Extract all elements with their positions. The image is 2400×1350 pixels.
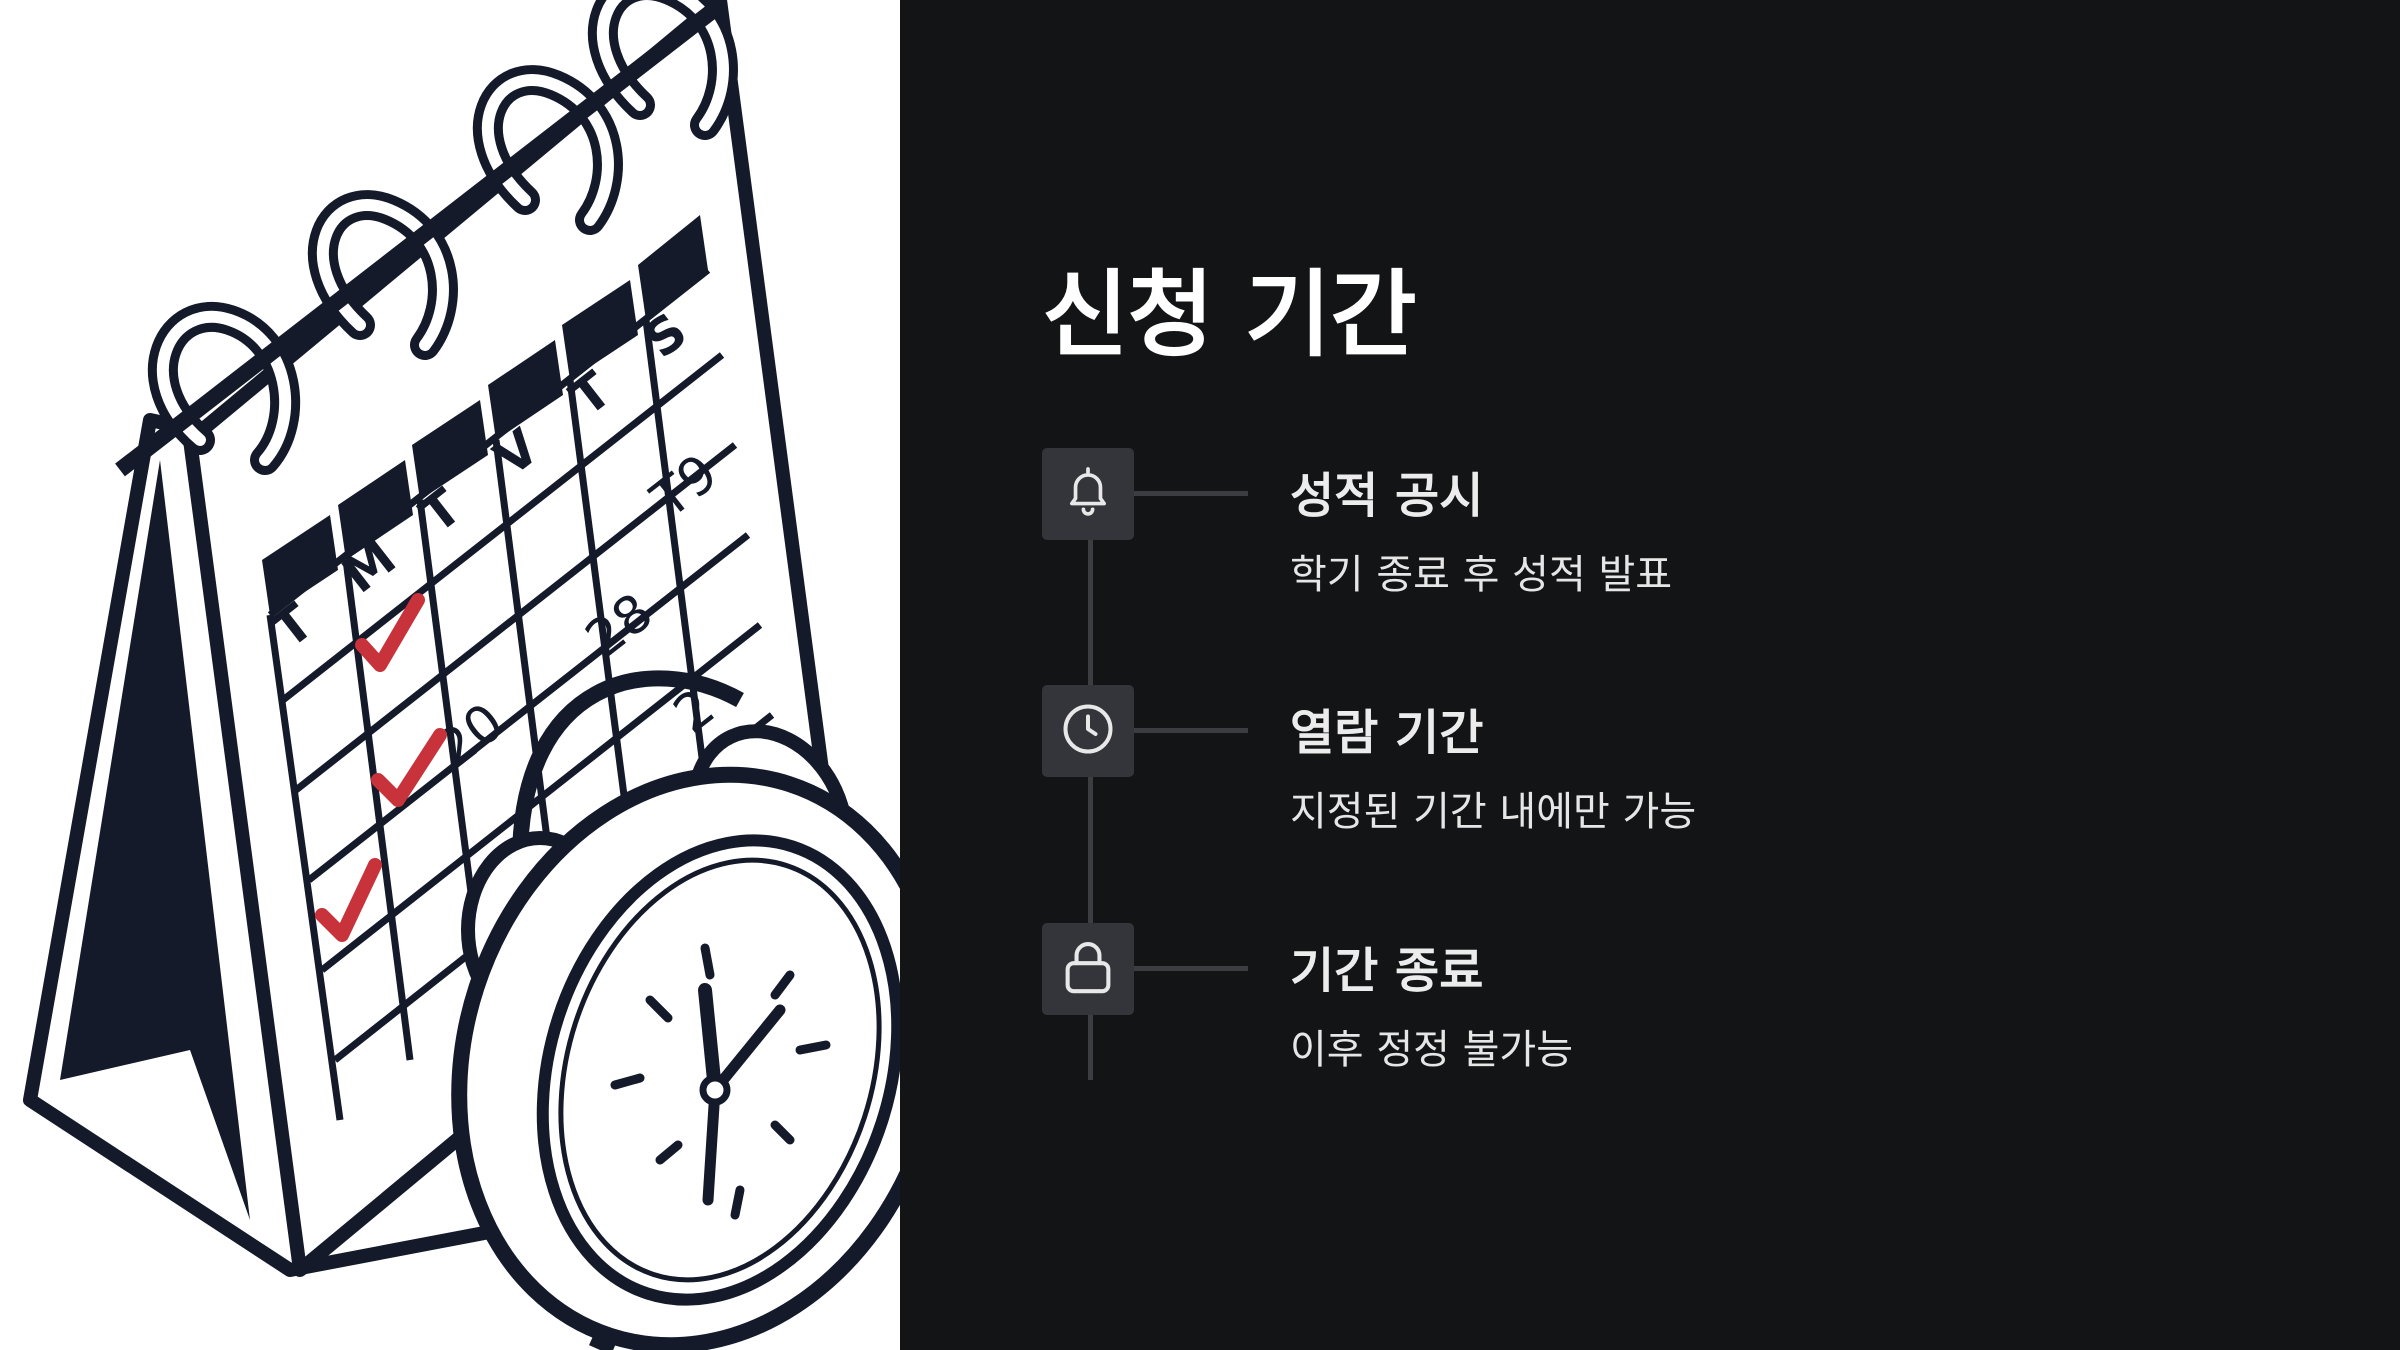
timeline-step-period-end: 기간 종료 이후 정정 불가능: [1042, 923, 2242, 1083]
slide-title: 신청 기간: [1042, 261, 1417, 370]
illustration-art: T M T V T S T9 28 20 2: [23, 0, 900, 1350]
check-mark-icon: [315, 858, 382, 942]
step-description: 지정된 기간 내에만 가능: [1290, 789, 1697, 835]
step-icon-box: [1042, 685, 1134, 777]
step-description: 학기 종료 후 성적 발표: [1290, 552, 1673, 598]
step-title: 성적 공시: [1290, 468, 1484, 524]
timeline-step-grade-posting: 성적 공시 학기 종료 후 성적 발표: [1042, 448, 2242, 608]
step-icon-box: [1042, 923, 1134, 1015]
step-description: 이후 정정 불가능: [1290, 1027, 1574, 1073]
step-connector: [1134, 728, 1248, 733]
alarm-clock: [451, 670, 900, 1350]
bell-icon: [1060, 462, 1116, 526]
timeline-step-viewing-period: 열람 기간 지정된 기간 내에만 가능: [1042, 685, 2242, 845]
check-mark-icon: [355, 593, 425, 672]
step-icon-box: [1042, 448, 1134, 540]
timeline-line: [1088, 500, 1093, 1080]
calendar-header: [262, 215, 708, 615]
main-content: 신청 기간 성적 공시 학기 종료 후 성적 발표: [900, 0, 2400, 1350]
step-title: 기간 종료: [1290, 943, 1484, 999]
check-mark-icon: [371, 728, 447, 807]
clock-icon: [1058, 699, 1118, 763]
calendar-clock-illustration: T M T V T S T9 28 20 2: [0, 0, 900, 1350]
step-title: 열람 기간: [1290, 705, 1484, 761]
lock-icon: [1060, 936, 1116, 1002]
step-connector: [1134, 491, 1248, 496]
step-connector: [1134, 966, 1248, 971]
